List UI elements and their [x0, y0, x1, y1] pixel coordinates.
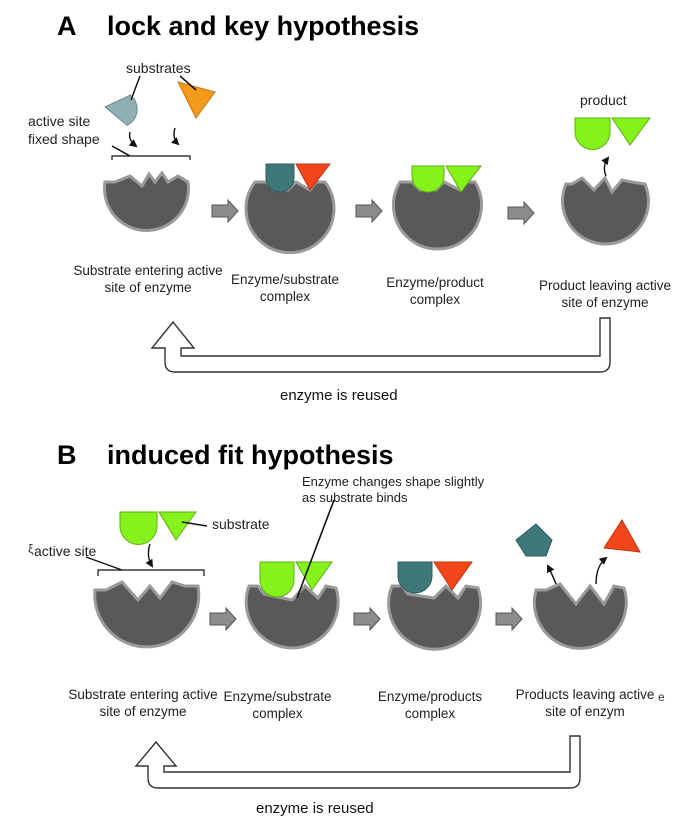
- panel-b-product-teal: [515, 523, 553, 557]
- leaving-arrow-b2: [595, 556, 608, 585]
- enzyme-body: [392, 180, 483, 251]
- panel-b-substrate-right: [158, 511, 197, 541]
- panel-a-enzyme-1: [103, 170, 190, 232]
- panel-a-enzyme-3: [392, 180, 483, 251]
- panel-a-product-right: [611, 117, 651, 146]
- panel-b-enzyme-3: [387, 583, 483, 651]
- leaving-arrow-a: [601, 156, 610, 177]
- panel-a-letter: A: [57, 11, 77, 41]
- enzyme-body: [532, 582, 628, 650]
- panel-b-step-arrows: [209, 606, 523, 632]
- panel-b-complex-substrate-left: [259, 561, 295, 598]
- panel-b-enzyme-2: [244, 583, 340, 650]
- panel-b-complex-substrate-right: [295, 561, 333, 591]
- panel-b-reuse-label: enzyme is reused: [256, 800, 374, 817]
- panel-a-complex-substrate-teal: [265, 163, 295, 193]
- panel-a-substrate-blue: [104, 94, 138, 126]
- label-product: product: [580, 92, 627, 108]
- enzyme-body: [387, 583, 483, 651]
- label-active-site-b: active site: [34, 543, 97, 559]
- panel-a-complex-product-left: [411, 165, 445, 193]
- panel-a-caption-1: Substrate entering active site of enzyme: [73, 263, 223, 295]
- panel-b-enzyme-1: [93, 580, 201, 649]
- active-site-leader-b: [85, 556, 123, 571]
- panel-b-caption-3: Enzyme/products complex: [377, 689, 483, 721]
- panel-b-letter: B: [57, 440, 77, 470]
- enzyme-body: [93, 580, 201, 649]
- panel-a-complex-substrate-red: [295, 163, 332, 191]
- label-fixed-shape: fixed shape: [28, 131, 100, 147]
- panel-a-enzyme-2: [244, 180, 336, 255]
- entering-arrow-1: [128, 131, 138, 148]
- panel-b-caption-2: Enzyme/substrate complex: [223, 689, 332, 721]
- fixed-shape-leader: [111, 145, 131, 157]
- label-substrates: substrates: [126, 60, 191, 76]
- panel-a-title: lock and key hypothesis: [107, 11, 420, 41]
- panel-b-caption-4-extra: e: [658, 690, 665, 704]
- leaving-arrow-b1: [547, 564, 557, 585]
- label-enzyme-changes-shape: Enzyme changes shape slightly as substra…: [302, 474, 485, 505]
- panel-b-complex-product-red: [433, 561, 473, 591]
- panel-a-product-left: [574, 117, 611, 150]
- panel-b-substrate-left: [119, 511, 158, 545]
- panel-b-caption-1: Substrate entering active site of enzyme: [68, 687, 218, 719]
- label-substrate-b: substrate: [212, 516, 270, 532]
- enzyme-changes-leader: [296, 499, 335, 599]
- panel-a-reuse-loop-arrow: [150, 317, 611, 373]
- panel-a-caption-4: Product leaving active site of enzyme: [538, 278, 672, 310]
- panel-a-caption-2: Enzyme/substrate complex: [230, 272, 340, 304]
- panel-a-complex-product-right: [445, 165, 483, 193]
- panel-b-caption-4: Products leaving active site of enzym: [515, 687, 655, 719]
- substrate-leader: [181, 521, 208, 527]
- active-site-bracket-b: [97, 569, 205, 576]
- substrates-leader-1: [130, 75, 141, 101]
- substrates-leader-2: [179, 75, 197, 91]
- entering-arrow-2: [170, 127, 180, 146]
- panel-a-caption-3: Enzyme/product complex: [386, 275, 484, 307]
- enzyme-body: [244, 180, 336, 255]
- label-active-site-a: active site: [28, 113, 91, 129]
- enzyme-body: [244, 583, 340, 650]
- panel-a-step-arrows: [211, 198, 535, 226]
- panel-b-enzyme-4: [532, 582, 628, 650]
- enzyme-body: [103, 170, 190, 232]
- panel-b-reuse-loop-arrow: [134, 735, 581, 789]
- label-active-site-mark: ξ: [28, 542, 34, 556]
- panel-a-reuse-label: enzyme is reused: [280, 387, 398, 404]
- panel-a-enzyme-4: [561, 175, 650, 246]
- panel-a-substrate-orange: [177, 81, 216, 119]
- panel-b-product-red: [603, 519, 641, 553]
- panel-b-complex-product-teal: [397, 561, 433, 594]
- panel-b-title: induced fit hypothesis: [107, 440, 394, 470]
- enzyme-body: [561, 175, 650, 246]
- entering-arrow-b: [145, 543, 154, 568]
- active-site-bracket-a: [111, 155, 191, 160]
